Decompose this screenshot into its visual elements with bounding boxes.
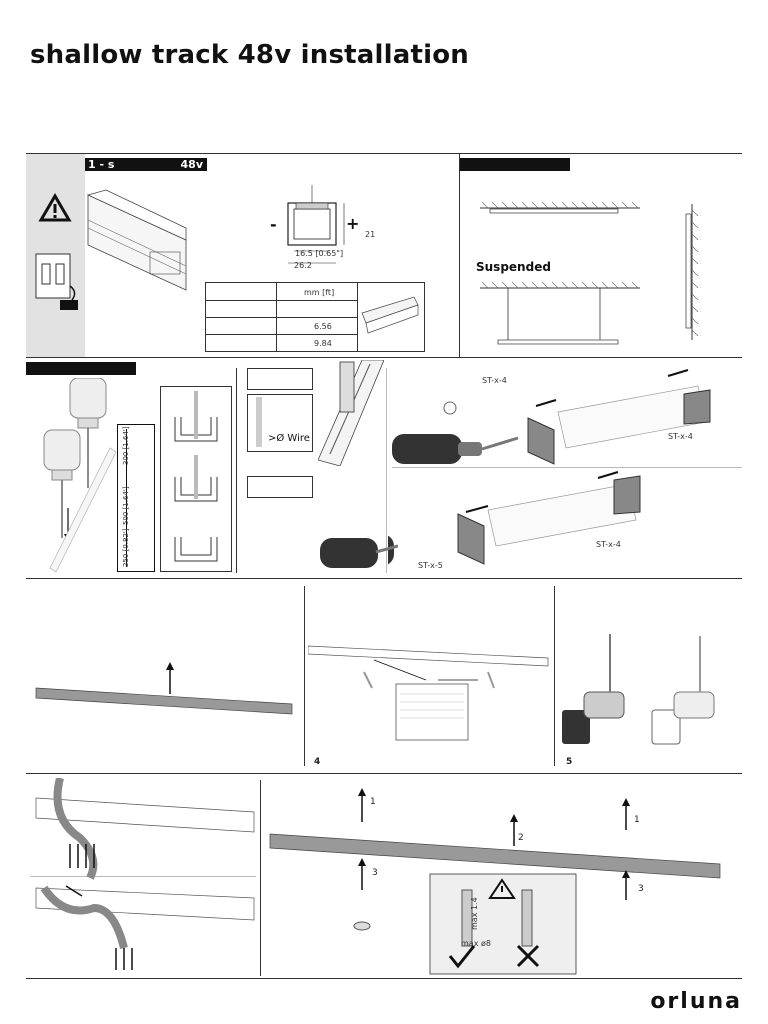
section-header-bar: 1 - s 48v xyxy=(85,158,207,171)
track-perspective-drawing xyxy=(86,189,187,291)
arrow-number: 3 xyxy=(372,868,378,878)
table-cell: 6.56 xyxy=(314,322,332,331)
wire-thumb: >Ø Wire xyxy=(247,394,313,452)
fixing-sequence-drawing xyxy=(269,788,721,975)
divider xyxy=(26,773,742,774)
length-table: mm [ft] 6.56 9.84 xyxy=(205,282,358,352)
brand-logo: orluna xyxy=(650,989,742,1014)
table-header: mm [ft] xyxy=(304,288,335,297)
dim-width: 26.2 xyxy=(294,261,312,270)
arrow-number: 3 xyxy=(638,884,644,894)
divider xyxy=(30,876,256,877)
max-diameter-label: max ø8 xyxy=(461,939,491,948)
divider xyxy=(236,368,237,573)
suspended-label: Suspended xyxy=(476,260,551,274)
track-thumbnail xyxy=(356,282,425,352)
dim-inner: 16.5 [0.65"] xyxy=(295,249,344,258)
warning-icon xyxy=(35,193,78,310)
page-title: shallow track 48v installation xyxy=(30,40,469,70)
divider xyxy=(26,578,742,579)
drill-illustration xyxy=(43,378,117,573)
max-depth-label: max 1.4 xyxy=(470,897,479,930)
profile-plus: + xyxy=(346,214,360,233)
drill-position-diagram xyxy=(160,386,232,572)
wire-label: >Ø Wire xyxy=(268,433,310,444)
voltage-label: 48v xyxy=(180,158,203,171)
profile-minus: - xyxy=(270,215,277,234)
screw-label: ST-x-4 xyxy=(482,376,507,385)
end-cap-assembly-drawing xyxy=(388,369,711,565)
wire-thumb xyxy=(247,476,313,498)
mounting-options-drawing xyxy=(480,201,699,345)
step-number: 4 xyxy=(314,757,321,767)
breaker-icon xyxy=(35,253,78,310)
drill-icon xyxy=(562,634,625,744)
divider xyxy=(26,153,742,154)
section-header-bar xyxy=(460,158,570,171)
divider xyxy=(386,368,387,573)
dim-height: 21 xyxy=(365,230,376,239)
divider xyxy=(459,153,460,358)
arrow-number: 1 xyxy=(370,797,376,807)
spacing-label: 500 [1.64'] xyxy=(122,486,130,525)
section-header-bar xyxy=(26,362,136,375)
screw-label: ST-x-4 xyxy=(596,540,621,549)
table-cell: 9.84 xyxy=(314,339,332,348)
divider xyxy=(554,586,555,766)
divider xyxy=(26,357,742,358)
screw-label: ST-x-4 xyxy=(668,432,693,441)
spacing-label: 250 [0.82'] xyxy=(122,528,130,567)
drill-ceiling-drawing xyxy=(562,634,715,745)
spacing-label: 300 [1.64'] xyxy=(122,426,130,465)
section-label: 1 - s xyxy=(88,158,115,171)
screw-label: ST-x-5 xyxy=(418,561,443,570)
track-lift-drawing xyxy=(35,662,293,715)
wire-thumb xyxy=(247,368,313,390)
divider xyxy=(260,780,261,976)
screwdriver-icon xyxy=(320,538,398,568)
spacing-diagram: 300 [1.64'] 500 [1.64'] 250 [0.82'] xyxy=(117,424,155,572)
divider xyxy=(392,467,742,468)
warning-panel xyxy=(26,154,85,357)
divider xyxy=(304,586,305,766)
arrow-number: 2 xyxy=(518,833,524,843)
drill-icon xyxy=(651,636,715,745)
screwdriver-icon xyxy=(392,434,519,464)
screwdriver-icon xyxy=(388,535,394,565)
drilling-profile-drawing xyxy=(318,360,384,466)
step-number: 5 xyxy=(566,757,573,767)
track-mounting-drawing xyxy=(308,645,549,741)
cable-feed-drawing xyxy=(35,778,255,970)
divider xyxy=(26,978,742,979)
profile-cross-section xyxy=(287,185,345,264)
arrow-number: 1 xyxy=(634,815,640,825)
